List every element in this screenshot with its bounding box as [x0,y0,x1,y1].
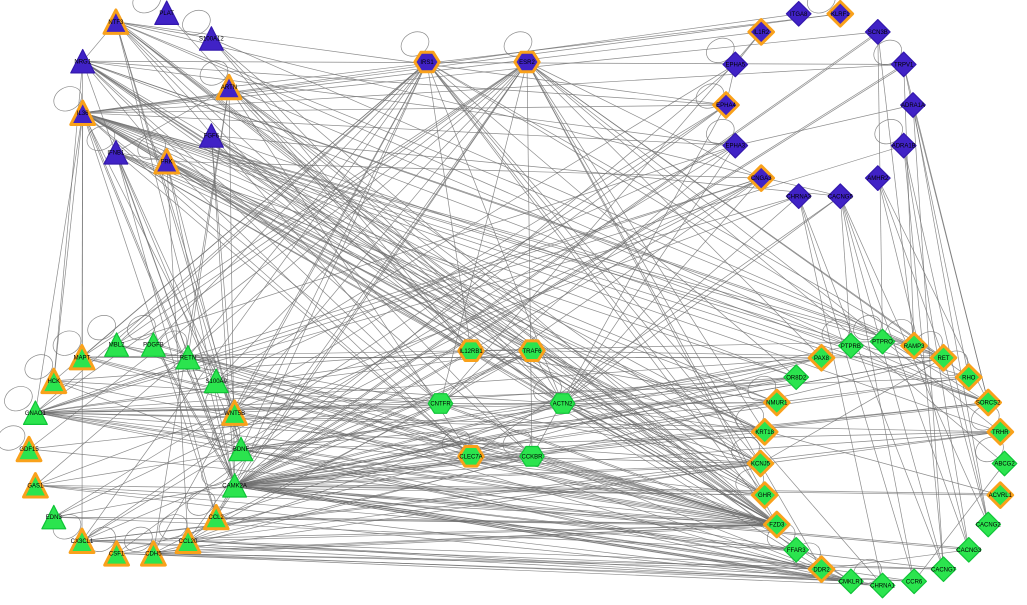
svg-text:RETN: RETN [180,355,196,361]
svg-text:ACTN2: ACTN2 [553,402,573,408]
svg-text:ABCG2: ABCG2 [994,462,1015,468]
svg-text:FZD3: FZD3 [769,523,785,529]
svg-text:IL12RB1: IL12RB1 [459,349,483,355]
svg-text:GHR: GHR [758,493,772,499]
svg-text:PTPRB: PTPRB [841,344,861,350]
svg-text:ARTN: ARTN [221,85,237,91]
svg-text:BDNF: BDNF [233,447,250,453]
svg-text:FFAR3: FFAR3 [787,548,806,554]
svg-text:CCKBR: CCKBR [521,454,543,460]
svg-text:CMKLR1: CMKLR1 [839,579,864,585]
svg-text:ADRA1B: ADRA1B [892,144,916,150]
svg-text:CSF1: CSF1 [109,552,125,558]
svg-text:S100A9: S100A9 [206,379,228,385]
svg-text:KRT18: KRT18 [755,430,774,436]
svg-text:IFNB1: IFNB1 [107,150,125,156]
svg-text:RHO: RHO [962,375,976,381]
svg-text:CLEC7A: CLEC7A [459,454,482,460]
svg-text:FRK: FRK [161,159,173,165]
svg-text:CNTFR: CNTFR [430,402,451,408]
svg-text:PLAT: PLAT [159,11,174,17]
svg-text:DDR2: DDR2 [813,567,830,573]
svg-text:S100A12: S100A12 [199,37,224,43]
svg-text:CNGA3: CNGA3 [751,176,772,182]
svg-text:NTF3: NTF3 [108,20,124,26]
svg-text:ACVRL1: ACVRL1 [989,493,1013,499]
svg-text:CDH5: CDH5 [145,552,162,558]
svg-text:TRAF6: TRAF6 [522,349,542,355]
svg-text:KCNJ5: KCNJ5 [751,462,771,468]
svg-text:EDN3: EDN3 [46,515,63,521]
svg-text:CACNG2: CACNG2 [976,523,1002,529]
svg-text:EPHA4: EPHA4 [716,103,736,109]
svg-text:IL1R2: IL1R2 [753,30,770,36]
svg-text:ITGA8: ITGA8 [790,12,808,18]
svg-text:RAMP3: RAMP3 [904,344,925,350]
svg-text:TRPV1: TRPV1 [894,63,914,69]
svg-text:OR8D2: OR8D2 [786,375,807,381]
svg-text:CHRNA1: CHRNA1 [870,584,895,590]
svg-text:EPHA5: EPHA5 [725,63,745,69]
svg-text:CACNG7: CACNG7 [931,567,957,573]
svg-text:WNT5B: WNT5B [224,411,245,417]
svg-text:SCN3B: SCN3B [868,30,888,36]
svg-text:HCK: HCK [47,379,60,385]
svg-text:CHRNA3: CHRNA3 [786,194,811,200]
svg-text:ADRA1A: ADRA1A [901,103,925,109]
svg-text:CCR6: CCR6 [906,579,923,585]
svg-text:PTPRO: PTPRO [872,340,893,346]
svg-text:ESR2: ESR2 [519,60,535,66]
svg-text:EPHA3: EPHA3 [725,144,745,150]
svg-text:CCL20: CCL20 [179,539,198,545]
svg-text:CX3CL1: CX3CL1 [71,539,94,545]
svg-text:CAMK2A: CAMK2A [222,483,247,489]
svg-text:MBL2: MBL2 [109,343,125,349]
svg-text:AMHR2: AMHR2 [867,176,889,182]
svg-text:RET: RET [938,356,950,362]
svg-text:IL36: IL36 [77,111,89,117]
svg-text:CACNG3: CACNG3 [956,548,982,554]
svg-text:MAPT: MAPT [74,355,91,361]
svg-text:NMUR1: NMUR1 [766,401,788,407]
svg-text:PAX8: PAX8 [814,356,830,362]
svg-text:GDF15: GDF15 [19,447,39,453]
svg-text:SORCS2: SORCS2 [976,401,1001,407]
svg-text:IRS1: IRS1 [420,60,434,66]
svg-text:PDGFB: PDGFB [143,343,164,349]
svg-text:CCL2: CCL2 [209,515,225,521]
svg-text:GAS1: GAS1 [27,483,44,489]
svg-text:CACNG5: CACNG5 [828,194,854,200]
svg-text:TRHR: TRHR [992,430,1009,436]
svg-text:KLRF1: KLRF1 [831,12,850,18]
svg-text:FGF6: FGF6 [204,134,220,140]
svg-text:GNAO1: GNAO1 [25,411,47,417]
svg-text:NRG1: NRG1 [74,59,91,65]
